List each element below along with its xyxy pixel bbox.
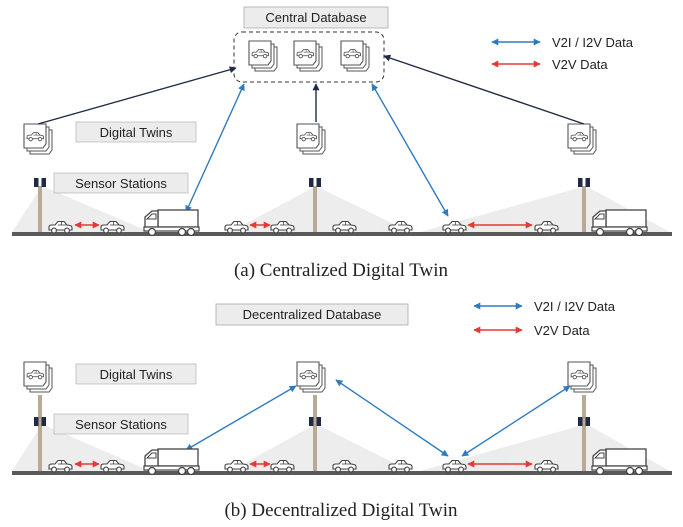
sensor-stations-label: Sensor Stations: [75, 176, 167, 191]
decentralized-database-label: Decentralized Database: [243, 307, 382, 322]
legend-v2v-label: V2V Data: [534, 323, 590, 338]
central-database-box: [243, 6, 389, 29]
sensor-station-icon: [309, 178, 321, 187]
car-card-stack-icon: [297, 124, 325, 154]
car-card-stack-icon: [24, 124, 52, 154]
car-card-stack-icon: [297, 362, 325, 392]
central-database-label: Central Database: [265, 10, 366, 25]
digital-twins-label: Digital Twins: [100, 125, 173, 140]
digital-twins-label: Digital Twins: [100, 367, 173, 382]
legend-v2v-label: V2V Data: [552, 57, 608, 72]
digital-twins-box: [75, 363, 197, 385]
truck-icon: [143, 448, 200, 476]
car-card-stack-icon: [568, 124, 596, 154]
truck-icon: [143, 209, 200, 237]
sensor-poles: [38, 186, 586, 233]
v2i-arrows: [185, 83, 449, 217]
caption-b: (b) Decentralized Digital Twin: [224, 500, 458, 521]
twin-links: [37, 54, 585, 125]
car-card-stack-icon: [341, 41, 369, 71]
sensor-station-icon: [578, 178, 590, 187]
legend-a: V2I / I2V Data V2V Data: [491, 35, 634, 72]
caption-a: (a) Centralized Digital Twin: [234, 260, 449, 281]
sensor-poles: [38, 395, 586, 472]
panel-decentralized: Decentralized Database Digital Twins Sen…: [12, 299, 672, 521]
sensor-station-icon: [34, 178, 46, 187]
v2i-arrows: [185, 379, 571, 457]
legend-b: V2I / I2V Data V2V Data: [473, 299, 616, 338]
car-card-stack-icon: [24, 362, 52, 392]
road: [12, 232, 672, 236]
sensor-stations-box: [53, 172, 189, 194]
road: [12, 471, 672, 475]
car-card-stack-icon: [568, 362, 596, 392]
car-card-stack-icon: [249, 41, 277, 71]
legend-v2i-label: V2I / I2V Data: [534, 299, 616, 314]
panel-centralized: Central Database Digital Twins Sensor St…: [12, 6, 672, 281]
sensor-stations-label: Sensor Stations: [75, 417, 167, 432]
sensor-stations-box: [53, 413, 189, 435]
digital-twins-box: [75, 121, 197, 143]
legend-v2i-label: V2I / I2V Data: [552, 35, 634, 50]
decentralized-database-box: [215, 303, 409, 326]
car-card-stack-icon: [294, 41, 322, 71]
